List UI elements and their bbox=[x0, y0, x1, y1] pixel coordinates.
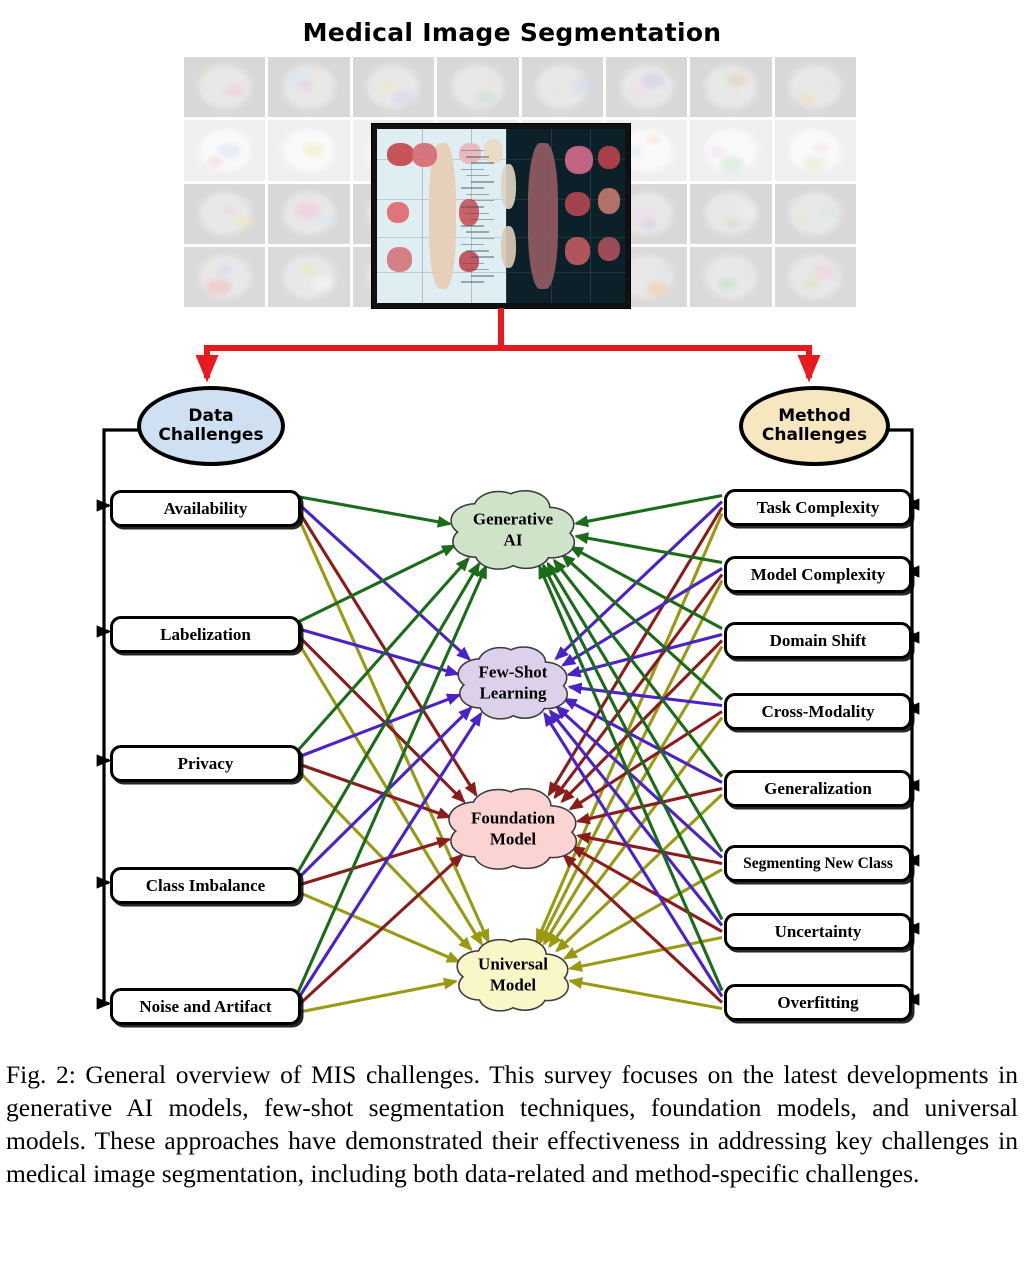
box-label: Domain Shift bbox=[769, 630, 867, 650]
method-challenge-box[interactable]: Segmenting New Class bbox=[724, 845, 912, 882]
method-challenge-box[interactable]: Task Complexity bbox=[724, 489, 912, 526]
mosaic-tile bbox=[437, 57, 519, 118]
box-label: Task Complexity bbox=[756, 497, 880, 517]
anatomy-chart-image bbox=[372, 124, 630, 308]
method-challenge-box[interactable]: Domain Shift bbox=[724, 622, 912, 659]
box-label: Privacy bbox=[177, 753, 234, 773]
mosaic-tile bbox=[268, 120, 350, 181]
method-challenge-box[interactable]: Uncertainty bbox=[724, 913, 912, 950]
mosaic-tile bbox=[690, 57, 772, 118]
mosaic-tile bbox=[690, 246, 772, 307]
figure-caption: Fig. 2: General overview of MIS challeng… bbox=[6, 1060, 1018, 1189]
box-label: Uncertainty bbox=[774, 921, 862, 941]
method-challenge-box[interactable]: Model Complexity bbox=[724, 556, 912, 593]
box-label: Segmenting New Class bbox=[743, 854, 893, 872]
hub-node-line2: Challenges bbox=[761, 425, 868, 445]
mosaic-tile bbox=[184, 246, 266, 307]
mosaic-tile bbox=[184, 120, 266, 181]
box-label: Cross-Modality bbox=[761, 701, 875, 721]
box-label: Model Complexity bbox=[750, 564, 886, 584]
mosaic-tile bbox=[690, 120, 772, 181]
box-label: Class Imbalance bbox=[145, 875, 266, 895]
mosaic-tile bbox=[774, 57, 856, 118]
mosaic-tile bbox=[774, 183, 856, 244]
box-label: Availability bbox=[163, 498, 248, 518]
hub-node-line2: Challenges bbox=[158, 425, 264, 445]
hub-node-line1: Data bbox=[188, 405, 234, 426]
mosaic-tile bbox=[605, 57, 688, 118]
data-challenge-box[interactable]: Privacy bbox=[110, 745, 301, 782]
mosaic-tile bbox=[268, 246, 350, 307]
mosaic-tile bbox=[690, 183, 772, 244]
mosaic-tile bbox=[521, 57, 603, 118]
hub-node-line1: Method bbox=[778, 405, 851, 426]
mosaic-tile bbox=[184, 183, 266, 244]
method-challenge-box[interactable]: Overfitting bbox=[724, 984, 912, 1021]
box-label: Labelization bbox=[160, 624, 251, 644]
box-label: Noise and Artifact bbox=[139, 996, 272, 1016]
method-challenge-box[interactable]: Generalization bbox=[724, 770, 912, 807]
box-label: Overfitting bbox=[777, 992, 859, 1012]
mosaic-tile bbox=[774, 120, 856, 181]
data-challenge-box[interactable]: Class Imbalance bbox=[110, 867, 301, 904]
mosaic-tile bbox=[352, 57, 435, 118]
page-title: Medical Image Segmentation bbox=[302, 18, 722, 47]
mosaic-tile bbox=[268, 57, 350, 118]
box-label: Generalization bbox=[764, 778, 872, 798]
mosaic-tile bbox=[774, 246, 856, 307]
mosaic-tile bbox=[268, 183, 350, 244]
data-challenge-box[interactable]: Noise and Artifact bbox=[110, 988, 301, 1025]
data-challenge-box[interactable]: Availability bbox=[110, 490, 301, 527]
method-challenge-box[interactable]: Cross-Modality bbox=[724, 693, 912, 730]
mosaic-tile bbox=[184, 57, 266, 118]
data-challenge-box[interactable]: Labelization bbox=[110, 616, 301, 653]
